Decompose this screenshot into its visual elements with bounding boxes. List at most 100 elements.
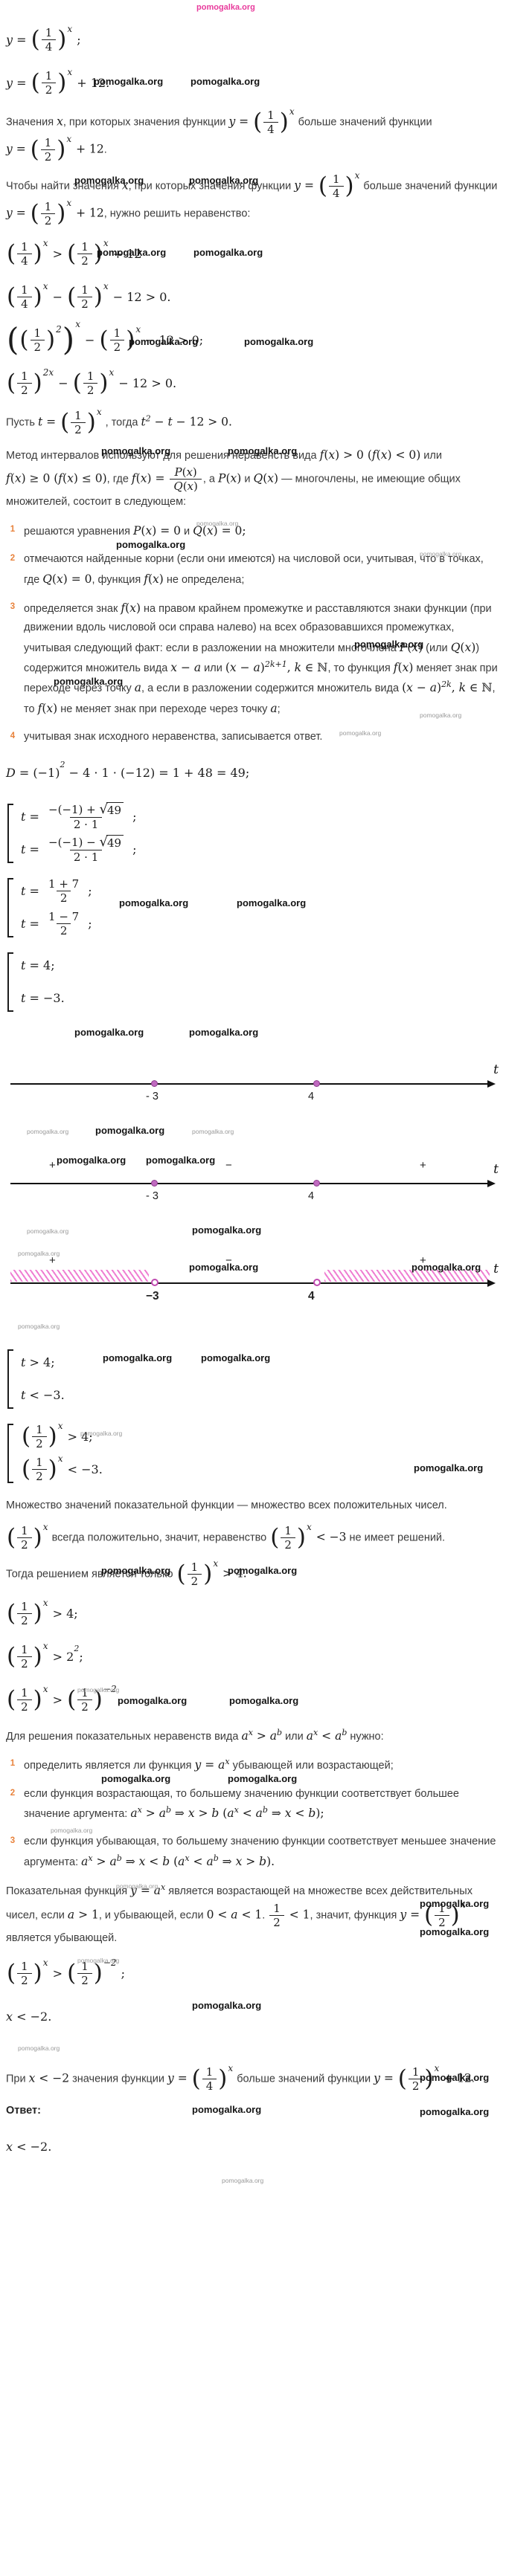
watermark-text: pomogalka.org — [119, 897, 189, 908]
math-variable: a — [306, 1728, 314, 1743]
exponent: x — [75, 319, 80, 329]
watermark-text: pomogalka.org — [192, 1127, 234, 1135]
open-paren-icon: ( — [22, 1423, 31, 1450]
exponent: x — [42, 1641, 48, 1652]
point-label: 4 — [308, 1090, 315, 1103]
math-operator: = — [12, 206, 30, 220]
fraction-numerator: 1 — [33, 326, 42, 340]
math-operator: ) ≤ 0) — [73, 471, 107, 485]
fraction-numerator: 1 — [21, 239, 28, 254]
text-run: , и убывающей, если — [98, 1908, 207, 1921]
paragraph: Метод интервалов используют для решения … — [6, 445, 500, 527]
watermark-row: pomogalka.org — [6, 2043, 500, 2056]
math-operator: > 4; — [63, 1430, 93, 1444]
math-variable: x — [284, 1807, 292, 1820]
math-operator: , — [451, 681, 459, 695]
fraction-numerator: 1 — [21, 1686, 28, 1700]
exponent: x — [96, 407, 102, 417]
math-operator: , — [286, 661, 295, 674]
axis-line — [10, 1082, 488, 1085]
math-variable: x — [328, 448, 336, 462]
fraction-numerator: 1 — [21, 1960, 28, 1974]
list-number: 2 — [10, 1788, 16, 1798]
math-variable: t — [21, 884, 26, 898]
math-variable: a — [231, 1907, 238, 1921]
fraction-denominator: 4 — [328, 186, 344, 200]
system-bracket — [7, 952, 13, 1012]
open-paren-icon: ( — [67, 1960, 77, 1987]
math-variable: f — [37, 701, 42, 715]
watermark-text: pomogalka.org — [129, 336, 199, 347]
watermark-text: pomogalka.org — [237, 897, 307, 908]
text-run: , при которых значения функции — [128, 180, 295, 193]
system-lines: t = 4;t = −3. — [21, 951, 65, 1013]
math-variable: a — [270, 701, 278, 715]
list-number: 3 — [10, 1836, 16, 1846]
fraction-denominator: 2 — [77, 296, 92, 311]
fraction-numerator: 1 — [205, 2065, 214, 2079]
list-item-text: определяется знак f(x) на правом крайнем… — [24, 598, 500, 719]
math-operator: < — [145, 1854, 163, 1868]
math-operator: = — [235, 114, 253, 129]
fraction-denominator: 2 — [56, 923, 71, 937]
math-variable: x — [145, 523, 153, 538]
text-run: если функция возрастающая, то большему з… — [24, 1787, 459, 1820]
close-paren-icon: ) — [345, 172, 354, 199]
math-operator: − 12 > 0. — [109, 289, 171, 304]
close-paren-icon: ) — [48, 1423, 57, 1450]
fraction-numerator: 1 — [438, 1901, 446, 1915]
fraction-denominator: 2 — [17, 1699, 32, 1714]
watermark-text: pomogalka.org — [18, 2044, 60, 2052]
math-operator: 1 + 7 — [48, 877, 80, 891]
math-operator: ) > 0 ( — [335, 448, 372, 462]
math-operator: 0 < — [206, 1907, 231, 1921]
text-run: нужно: — [347, 1730, 384, 1743]
fraction-numerator: 1 — [267, 109, 275, 122]
math-operator: ) — [437, 681, 442, 695]
fraction-numerator: 1 — [269, 1902, 284, 1915]
math-operator: > — [92, 1854, 110, 1868]
fraction-numerator: 1 — [21, 283, 28, 297]
text-run: Тогда решением является только — [6, 1568, 176, 1581]
text-run: , а если в разложении содержится множите… — [141, 682, 403, 695]
watermark-text: pomogalka.org — [420, 711, 462, 719]
math-operator: ) ≥ 0 ( — [21, 471, 59, 485]
axis-label: t — [493, 1261, 499, 1276]
fraction-numerator: 1 — [21, 1600, 28, 1614]
watermark-text: pomogalka.org — [189, 175, 259, 186]
text-run: — многочлены, не имеющие общих множителе… — [6, 473, 461, 509]
system-bracket — [7, 877, 13, 937]
answer-label: Ответ: — [6, 2104, 41, 2117]
exponent: x — [354, 170, 360, 181]
text-run: если функция убывающая, то большему знач… — [24, 1836, 496, 1868]
text-run: Для решения показательных неравенств вид… — [6, 1730, 242, 1743]
math-variable: x — [170, 661, 178, 674]
exponent: x — [185, 1853, 190, 1863]
exponent: x — [289, 106, 295, 117]
watermark-row: pomogalka.org — [6, 2172, 500, 2187]
exponent: x — [57, 1453, 63, 1464]
math-variable: y — [6, 32, 13, 47]
text-run: значения функции — [69, 2073, 168, 2085]
radicand: 49 — [106, 835, 124, 850]
equation-line: t < −3. — [21, 1381, 65, 1410]
close-paren-icon: ) — [424, 2065, 434, 2092]
exponent: x — [161, 1882, 166, 1893]
exponent: x — [67, 66, 73, 77]
